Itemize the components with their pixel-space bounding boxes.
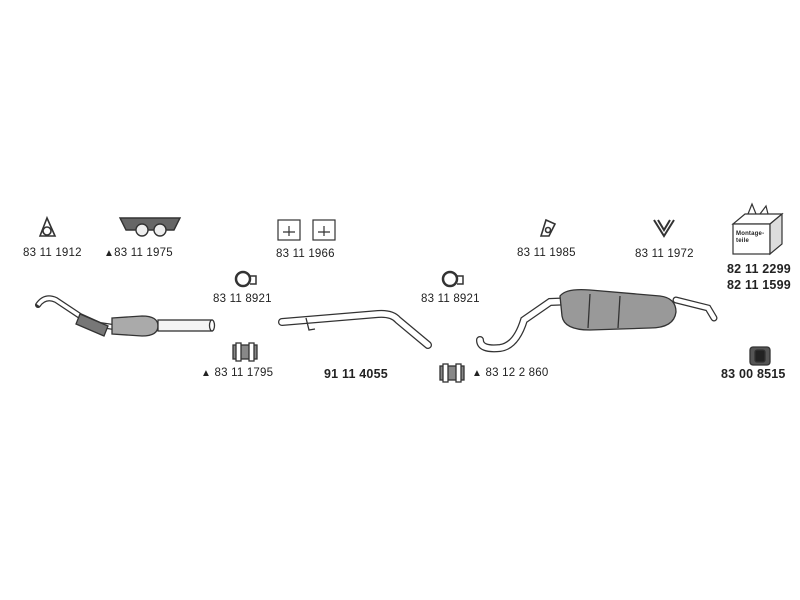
clamp-ring-icon-2 xyxy=(441,270,464,288)
clamp-sleeve-icon-2 xyxy=(439,363,465,383)
label-82-11-2299: 82 11 2299 xyxy=(727,262,791,276)
rubber-hanger-icon xyxy=(277,219,336,241)
gasket-icon xyxy=(38,215,57,237)
label-83-11-1985: 83 11 1985 xyxy=(517,247,576,259)
label-83-00-8515: 83 00 8515 xyxy=(721,367,786,381)
part-number: 83 11 1975 xyxy=(114,247,173,259)
rear-silencer-icon xyxy=(476,288,718,353)
label-83-11-1966: 83 11 1966 xyxy=(276,248,335,260)
label-82-11-1599: 82 11 1599 xyxy=(727,278,791,292)
label-91-11-4055: 91 11 4055 xyxy=(324,367,388,381)
label-83-11-1912: 83 11 1912 xyxy=(23,247,82,259)
flange-plate-icon xyxy=(118,217,182,237)
warning-triangle-icon: ▲ xyxy=(472,368,483,379)
label-83-11-8921-a: 83 11 8921 xyxy=(213,293,272,305)
part-number: 83 11 1795 xyxy=(214,367,274,379)
clamp-ring-icon xyxy=(234,270,257,288)
label-83-11-1795: ▲ 83 11 1795 xyxy=(201,367,273,379)
label-83-11-1972: 83 11 1972 xyxy=(635,248,694,260)
catalytic-converter-icon xyxy=(35,295,216,337)
mounting-kit-icon xyxy=(731,202,784,256)
kit-label: Montage-teile xyxy=(736,231,765,244)
part-number: 83 12 2 860 xyxy=(485,367,549,379)
clamp-sleeve-icon xyxy=(232,342,258,362)
v-bracket-icon xyxy=(653,219,675,238)
rubber-ring-icon xyxy=(749,346,771,366)
warning-triangle-icon: ▲ xyxy=(104,248,115,259)
label-83-12-2860: ▲ 83 12 2 860 xyxy=(472,367,548,379)
label-83-11-1975: ▲83 11 1975 xyxy=(104,247,173,259)
clamp-bracket-icon xyxy=(539,218,557,237)
warning-triangle-icon: ▲ xyxy=(201,368,212,379)
middle-pipe-icon xyxy=(278,309,432,349)
label-83-11-8921-b: 83 11 8921 xyxy=(421,293,480,305)
